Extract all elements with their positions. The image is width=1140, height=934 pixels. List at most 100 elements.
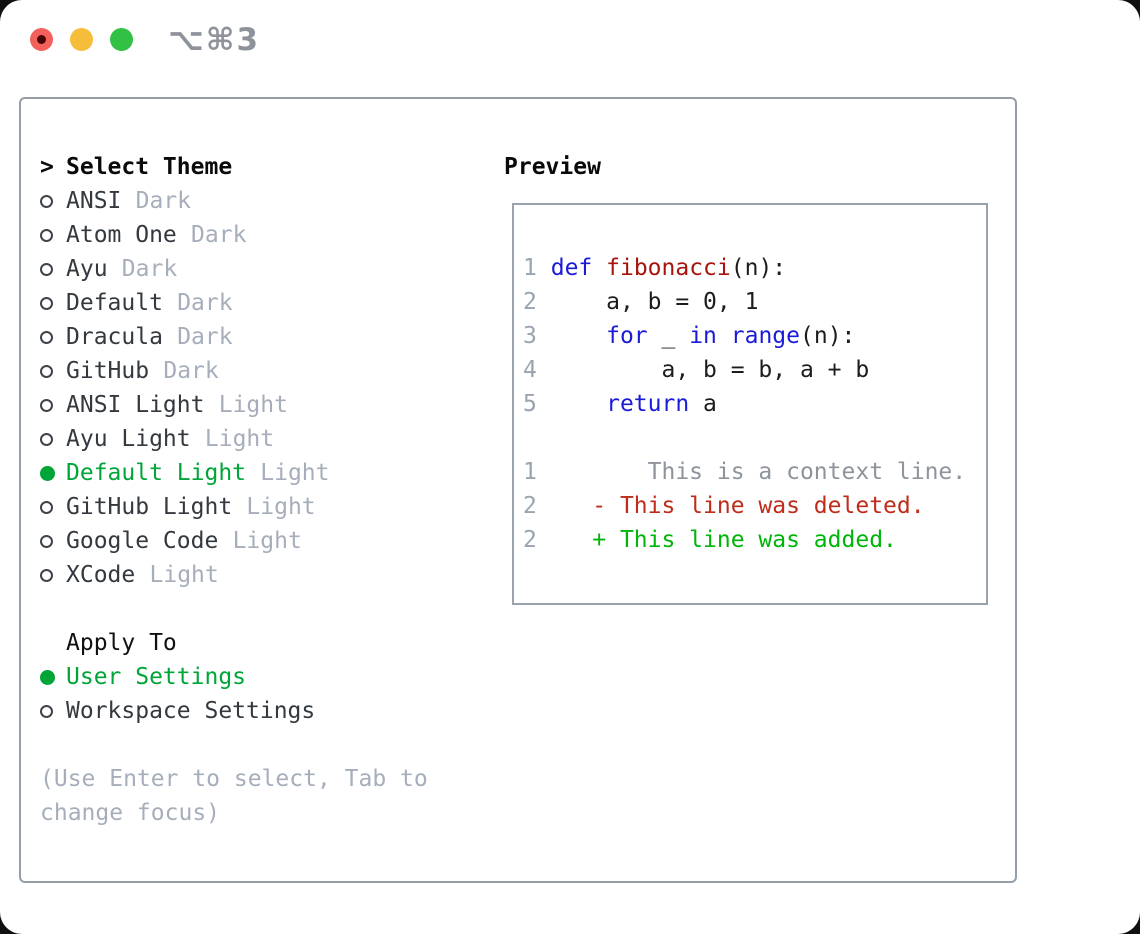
theme-variant-tag: Light <box>232 528 302 554</box>
theme-option[interactable]: GitHub Dark <box>40 354 330 388</box>
code-token-plain: (n): <box>730 255 787 281</box>
apply-to-option[interactable]: User Settings <box>40 660 315 694</box>
theme-option-label: GitHub Light <box>66 494 233 520</box>
code-token-plain: a, b = 0, 1 <box>536 289 759 315</box>
theme-variant-tag: Dark <box>135 188 192 214</box>
theme-option[interactable]: Default Light Light <box>40 456 330 490</box>
theme-variant-tag: Dark <box>191 222 247 248</box>
radio-selected-icon <box>40 465 55 481</box>
theme-option-label: GitHub <box>66 358 150 384</box>
theme-option[interactable]: Google Code Light <box>40 524 330 558</box>
theme-option-label: Google Code <box>66 528 219 554</box>
code-token-function: fibonacci <box>606 255 731 281</box>
preview-title: Preview <box>504 154 601 180</box>
line-number: 3 <box>523 323 537 349</box>
radio-unselected-icon <box>40 432 53 446</box>
diff-line-deleted: - This line was deleted. <box>536 493 925 519</box>
theme-option[interactable]: Atom One Dark <box>40 218 330 252</box>
keyboard-hint: (Use Enter to select, Tab to change focu… <box>40 766 428 826</box>
radio-unselected-icon <box>40 330 53 344</box>
radio-selected-icon <box>40 669 55 685</box>
theme-option[interactable]: Ayu Dark <box>40 252 330 286</box>
radio-unselected-icon <box>40 500 53 514</box>
radio-unselected-icon <box>40 568 53 582</box>
theme-option-label: Ayu <box>66 256 108 282</box>
minimize-button[interactable] <box>70 28 93 51</box>
radio-unselected-icon <box>40 534 53 548</box>
apply-to-title-row: Apply To <box>40 626 315 660</box>
theme-option-label: Default <box>66 290 163 316</box>
code-line: 2 + This line was added. <box>523 523 986 557</box>
theme-variant-tag: Light <box>260 460 330 486</box>
code-line <box>523 421 986 455</box>
diff-line-context: This is a context line. <box>536 459 967 485</box>
code-token-keyword: return <box>606 391 690 417</box>
radio-unselected-icon <box>40 262 53 276</box>
theme-list-title: Select Theme <box>66 154 233 180</box>
apply-to-option[interactable]: Workspace Settings <box>40 694 315 728</box>
theme-option-label: ANSI Light <box>66 392 205 418</box>
theme-variant-tag: Light <box>204 426 275 452</box>
code-line: 3 for _ in range(n): <box>523 319 986 353</box>
theme-option[interactable]: Ayu Light Light <box>40 422 330 456</box>
theme-variant-tag: Dark <box>163 358 219 384</box>
diff-line-added: + This line was added. <box>536 527 897 553</box>
apply-to-option-label: Workspace Settings <box>66 698 316 724</box>
theme-option-label: Dracula <box>66 324 163 350</box>
theme-option[interactable]: ANSI Light Light <box>40 388 330 422</box>
theme-variant-tag: Dark <box>121 256 178 282</box>
theme-option-label: Default Light <box>66 460 247 486</box>
theme-variant-tag: Light <box>218 392 288 418</box>
code-token-keyword: in <box>689 323 717 349</box>
close-modified-dot-icon <box>37 35 46 44</box>
theme-variant-tag: Light <box>149 562 219 588</box>
radio-unselected-icon <box>40 194 53 208</box>
code-line: 1 def fibonacci(n): <box>523 251 986 285</box>
radio-unselected-icon <box>40 398 53 412</box>
radio-unselected-icon <box>40 364 53 378</box>
zoom-button[interactable] <box>110 28 133 51</box>
theme-option-label: XCode <box>66 562 136 588</box>
theme-option-label: ANSI <box>66 188 122 214</box>
code-token-plain <box>592 255 606 281</box>
radio-unselected-icon <box>40 704 53 718</box>
theme-option-label: Atom One <box>66 222 177 248</box>
code-token-plain <box>537 323 606 349</box>
code-token-plain: a, b = b, a + b <box>536 357 870 383</box>
theme-option[interactable]: Dracula Dark <box>40 320 330 354</box>
cursor-icon: > <box>40 154 54 180</box>
line-number: 2 <box>523 527 537 553</box>
theme-option-label: Ayu Light <box>66 426 191 452</box>
code-line: 2 a, b = 0, 1 <box>523 285 986 319</box>
code-token-plain: _ <box>647 323 690 349</box>
radio-unselected-icon <box>40 228 53 242</box>
close-button[interactable] <box>30 28 53 51</box>
code-token-plain <box>537 255 551 281</box>
theme-variant-tag: Dark <box>177 324 233 350</box>
code-token-plain <box>717 323 731 349</box>
code-token-plain: (n): <box>800 323 856 349</box>
line-number: 5 <box>523 391 537 417</box>
code-line: 1 This is a context line. <box>523 455 986 489</box>
theme-option[interactable]: XCode Light <box>40 558 330 592</box>
theme-option[interactable]: ANSI Dark <box>40 184 330 218</box>
code-line: 2 - This line was deleted. <box>523 489 986 523</box>
line-number: 4 <box>523 357 537 383</box>
apply-to-option-label: User Settings <box>66 664 247 690</box>
code-token-keyword: for <box>606 323 648 349</box>
theme-list-title-row: > Select Theme <box>40 150 330 184</box>
line-number: 2 <box>523 289 537 315</box>
code-token-plain: a <box>689 391 717 417</box>
code-token-plain <box>537 391 606 417</box>
code-line: 5 return a <box>523 387 986 421</box>
line-number: 1 <box>523 255 537 281</box>
radio-unselected-icon <box>40 296 53 310</box>
line-number: 2 <box>523 493 537 519</box>
